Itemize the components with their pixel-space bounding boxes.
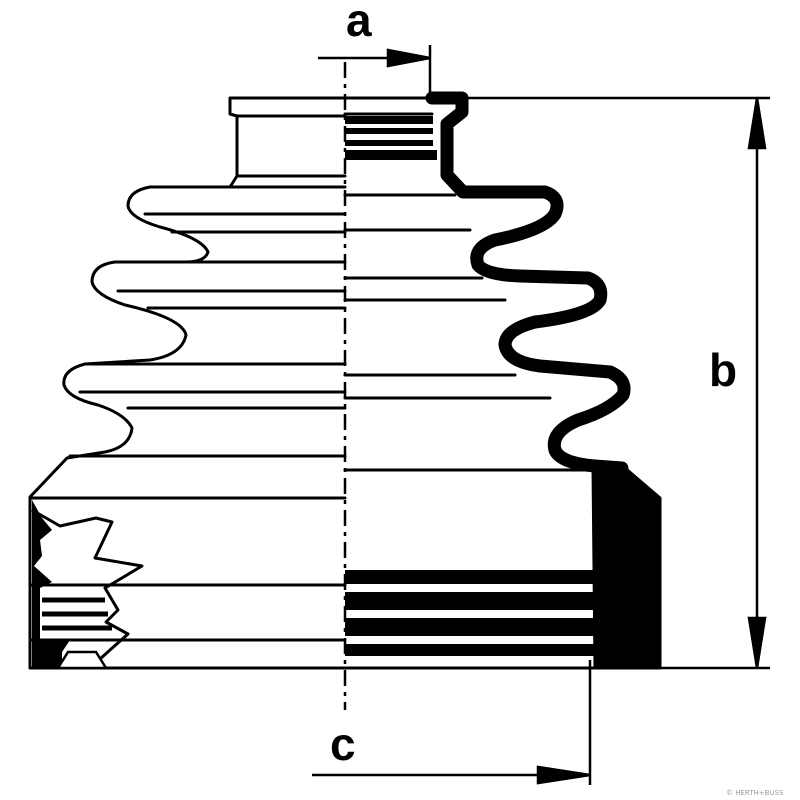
dimension-b-arrowhead-top xyxy=(747,97,767,150)
boot-exterior-outline xyxy=(28,96,347,670)
boot-wall-section xyxy=(425,91,631,475)
boot-large-end-section xyxy=(591,466,662,670)
dimension-c-label: c xyxy=(330,718,356,770)
dimension-a xyxy=(318,45,432,100)
watermark-text: © HERTH+BUSS xyxy=(726,789,784,797)
dimension-a-arrowhead xyxy=(386,48,431,68)
lower-left-cutaway xyxy=(31,500,144,670)
large-end-grooves xyxy=(345,570,595,656)
boot-exterior-half xyxy=(28,96,347,670)
small-end-grooves xyxy=(345,116,437,160)
dimension-c xyxy=(312,660,592,785)
zigzag-break-line xyxy=(31,508,144,670)
dimension-b xyxy=(462,96,770,670)
boot-section-half xyxy=(343,91,662,670)
dimension-b-arrowhead-bottom xyxy=(747,616,767,669)
dimension-b-label: b xyxy=(709,344,737,396)
dimension-c-arrowhead xyxy=(536,765,591,785)
dimension-a-label: a xyxy=(346,0,372,46)
